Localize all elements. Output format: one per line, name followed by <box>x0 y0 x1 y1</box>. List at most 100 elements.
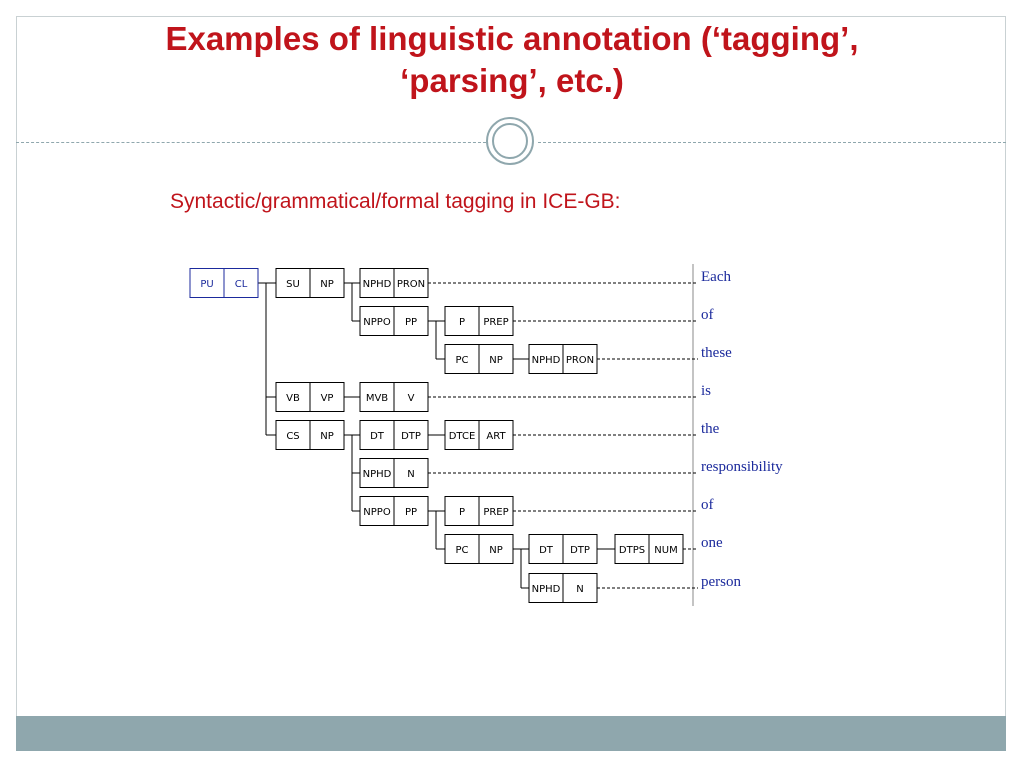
sentence-word: responsibility <box>701 459 783 475</box>
node-function-label: PC <box>455 545 468 556</box>
node-category-box <box>393 382 429 412</box>
sentence-word: the <box>701 421 720 437</box>
node-category-label: PRON <box>397 279 425 290</box>
sentence-word: person <box>701 574 741 590</box>
node-category-label: NUM <box>654 545 677 556</box>
node-function-box <box>359 420 395 450</box>
sentence-word: Each <box>701 269 731 285</box>
slide-subtitle: Syntactic/grammatical/formal tagging in … <box>170 190 621 213</box>
tree-node-nppo-pp: NPPO PP <box>359 496 429 526</box>
sentence-word: is <box>701 383 711 399</box>
node-category-box <box>562 534 598 564</box>
node-category-label: V <box>408 393 415 404</box>
node-function-label: NPPO <box>363 507 391 518</box>
node-function-label: P <box>459 507 465 518</box>
node-function-box <box>359 458 395 488</box>
node-category-label: NP <box>320 431 334 442</box>
tree-branch <box>258 282 276 436</box>
node-function-box <box>444 420 480 450</box>
node-category-box <box>393 496 429 526</box>
sentence-word: one <box>701 535 723 551</box>
node-function-label: DTPS <box>619 545 645 556</box>
node-category-box <box>309 382 345 412</box>
node-function-box <box>275 382 311 412</box>
node-function-label: DT <box>370 431 385 442</box>
node-category-label: NP <box>489 355 503 366</box>
node-function-label: VB <box>286 393 300 404</box>
sentence-word: of <box>701 307 714 323</box>
node-function-label: SU <box>286 279 300 290</box>
node-function-label: MVB <box>366 393 388 404</box>
sentence-word: of <box>701 497 714 513</box>
node-function-box <box>359 268 395 298</box>
tree-node-su-np: SU NP <box>275 268 345 298</box>
tree-node-nphd-n: NPHD N <box>528 573 598 603</box>
node-function-box <box>189 268 225 298</box>
tree-branch <box>344 282 360 322</box>
node-category-box <box>309 268 345 298</box>
slide-title-line-2: ‘parsing’, etc.) <box>400 62 624 99</box>
node-function-box <box>444 496 480 526</box>
tree-node-dtps-num: DTPS NUM <box>614 534 684 564</box>
circle-ornament-icon <box>486 117 534 165</box>
node-function-label: DT <box>539 545 554 556</box>
node-category-box <box>478 420 514 450</box>
node-category-box <box>562 573 598 603</box>
node-function-box <box>359 382 395 412</box>
slide-title: Examples of linguistic annotation (‘tagg… <box>40 18 984 102</box>
slide-footer-band <box>16 716 1006 751</box>
node-category-label: NP <box>489 545 503 556</box>
node-function-label: NPHD <box>532 584 561 595</box>
title-divider-left <box>16 142 486 143</box>
node-function-label: NPPO <box>363 317 391 328</box>
title-divider-right <box>538 142 1006 143</box>
node-function-box <box>359 496 395 526</box>
node-category-label: PP <box>405 507 417 518</box>
node-category-box <box>309 420 345 450</box>
node-category-label: N <box>576 584 583 595</box>
node-category-label: ART <box>486 431 506 442</box>
node-function-box <box>275 268 311 298</box>
node-category-box <box>478 534 514 564</box>
node-function-label: NPHD <box>363 469 392 480</box>
tree-node-pc-np: PC NP <box>444 534 514 564</box>
tree-node-pc-np: PC NP <box>444 344 514 374</box>
node-category-box <box>562 344 598 374</box>
node-category-label: N <box>407 469 414 480</box>
node-category-box <box>393 420 429 450</box>
tree-node-dt-dtp: DT DTP <box>528 534 598 564</box>
node-category-box <box>223 268 259 298</box>
node-category-label: CL <box>235 279 248 290</box>
tree-node-cs-np: CS NP <box>275 420 345 450</box>
node-category-box <box>393 306 429 336</box>
sentence-word: these <box>701 345 732 361</box>
tree-node-mvb-v: MVB V <box>359 382 429 412</box>
node-category-box <box>478 344 514 374</box>
node-category-box <box>478 496 514 526</box>
node-function-label: PC <box>455 355 468 366</box>
tree-branch <box>513 548 529 589</box>
node-category-box <box>648 534 684 564</box>
node-function-box <box>359 306 395 336</box>
node-function-label: CS <box>286 431 299 442</box>
node-function-box <box>444 534 480 564</box>
tree-branch <box>428 320 445 360</box>
node-function-box <box>444 344 480 374</box>
node-category-box <box>393 268 429 298</box>
node-function-box <box>275 420 311 450</box>
node-function-label: DTCE <box>449 431 476 442</box>
node-category-label: DTP <box>570 545 590 556</box>
node-function-box <box>444 306 480 336</box>
node-function-label: PU <box>200 279 213 290</box>
node-function-box <box>528 573 564 603</box>
node-function-label: NPHD <box>532 355 561 366</box>
node-category-label: NP <box>320 279 334 290</box>
node-category-box <box>478 306 514 336</box>
